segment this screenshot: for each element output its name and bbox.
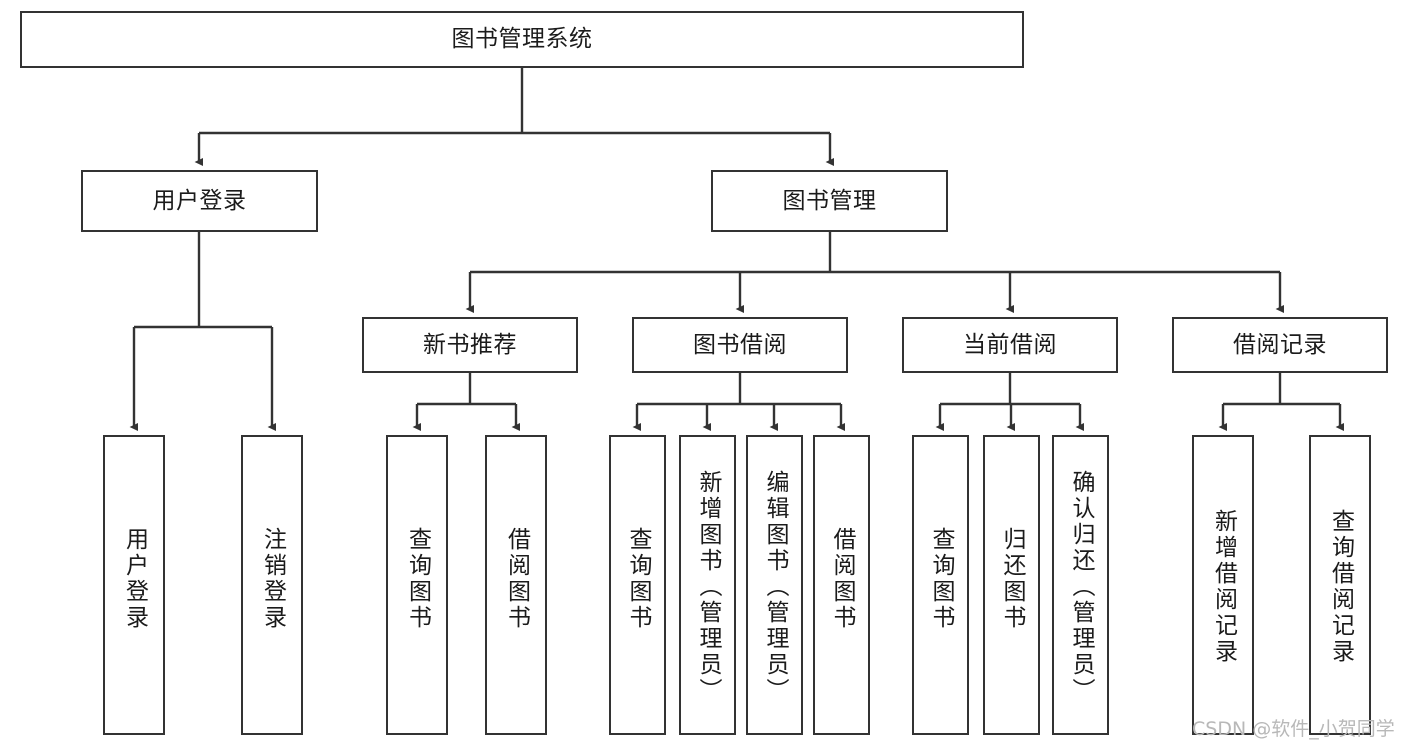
- node-leaf-user-login[interactable]: 用户登录: [103, 435, 165, 735]
- node-label-user-login: 用户登录: [152, 187, 247, 214]
- node-label-leaf-add-book-admin: 新增图书（管理员）: [695, 470, 721, 704]
- node-label-borrow-record: 借阅记录: [1233, 331, 1327, 358]
- node-label-leaf-query-book-recommend: 查询图书: [404, 527, 431, 631]
- node-leaf-query-book-current[interactable]: 查询图书: [912, 435, 969, 735]
- node-new-book-recommend[interactable]: 新书推荐: [362, 317, 578, 373]
- node-label-leaf-return-book: 归还图书: [999, 527, 1025, 631]
- node-leaf-confirm-return-admin[interactable]: 确认归还（管理员）: [1052, 435, 1109, 735]
- node-borrow-record[interactable]: 借阅记录: [1172, 317, 1388, 373]
- node-label-leaf-edit-book-admin: 编辑图书（管理员）: [762, 470, 788, 704]
- node-leaf-user-logout[interactable]: 注销登录: [241, 435, 303, 735]
- node-label-book-management: 图书管理: [782, 187, 877, 214]
- node-label-leaf-query-book-current: 查询图书: [928, 527, 954, 631]
- node-label-leaf-borrow-book: 借阅图书: [829, 527, 855, 631]
- node-label-root: 图书管理系统: [451, 26, 593, 53]
- node-label-leaf-add-borrow-record: 新增借阅记录: [1210, 509, 1237, 665]
- node-leaf-borrow-book-recommend[interactable]: 借阅图书: [485, 435, 547, 735]
- node-book-management[interactable]: 图书管理: [711, 170, 948, 232]
- node-user-login[interactable]: 用户登录: [81, 170, 318, 232]
- watermark-text: CSDN @软件_小贺同学: [1192, 718, 1395, 740]
- node-leaf-edit-book-admin[interactable]: 编辑图书（管理员）: [746, 435, 803, 735]
- node-book-borrow[interactable]: 图书借阅: [632, 317, 848, 373]
- node-label-leaf-query-book-borrow: 查询图书: [625, 527, 651, 631]
- node-label-leaf-query-borrow-record: 查询借阅记录: [1327, 509, 1354, 665]
- node-leaf-return-book[interactable]: 归还图书: [983, 435, 1040, 735]
- node-leaf-borrow-book[interactable]: 借阅图书: [813, 435, 870, 735]
- node-leaf-query-borrow-record[interactable]: 查询借阅记录: [1309, 435, 1371, 735]
- node-label-leaf-user-login: 用户登录: [121, 527, 148, 631]
- node-leaf-add-book-admin[interactable]: 新增图书（管理员）: [679, 435, 736, 735]
- node-label-leaf-confirm-return-admin: 确认归还（管理员）: [1068, 470, 1094, 704]
- node-label-current-borrow: 当前借阅: [963, 331, 1057, 358]
- node-leaf-query-book-borrow[interactable]: 查询图书: [609, 435, 666, 735]
- node-label-new-book-recommend: 新书推荐: [423, 331, 517, 358]
- node-leaf-add-borrow-record[interactable]: 新增借阅记录: [1192, 435, 1254, 735]
- node-label-book-borrow: 图书借阅: [693, 331, 787, 358]
- node-leaf-query-book-recommend[interactable]: 查询图书: [386, 435, 448, 735]
- node-current-borrow[interactable]: 当前借阅: [902, 317, 1118, 373]
- node-label-leaf-borrow-book-recommend: 借阅图书: [503, 527, 530, 631]
- node-label-leaf-user-logout: 注销登录: [259, 527, 286, 631]
- node-root-system[interactable]: 图书管理系统: [20, 11, 1024, 68]
